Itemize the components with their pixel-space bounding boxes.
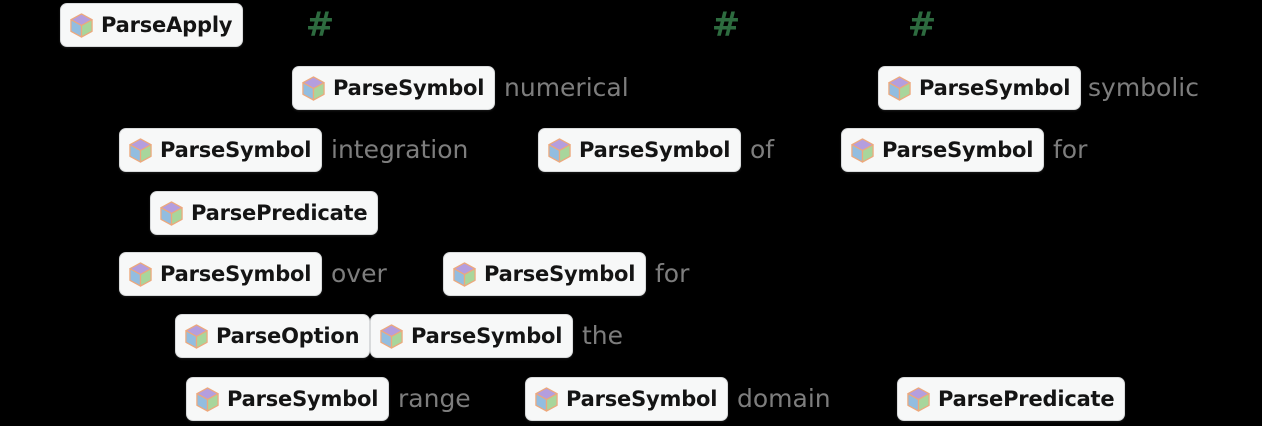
token-label: ParseSymbol (160, 137, 312, 162)
token-parse-symbol-for-b[interactable]: ParseSymbol (443, 252, 647, 296)
token-parse-option[interactable]: ParseOption (175, 314, 371, 358)
token-parse-predicate-1[interactable]: ParsePredicate (150, 191, 379, 235)
token-parse-symbol-over[interactable]: ParseSymbol (119, 252, 323, 296)
slot-2: # (711, 5, 741, 45)
token-label: ParseOption (216, 323, 360, 348)
word-symbolic: symbolic (1088, 73, 1199, 102)
cube-icon (380, 323, 403, 349)
word-domain: domain (737, 384, 831, 413)
word-numerical: numerical (504, 73, 629, 102)
word-of: of (750, 135, 775, 164)
token-label: ParseSymbol (882, 137, 1034, 162)
cube-icon (907, 386, 930, 412)
word-over: over (331, 259, 387, 288)
word-for-b: for (655, 259, 690, 288)
token-parse-symbol-range[interactable]: ParseSymbol (186, 377, 390, 421)
cube-icon (160, 200, 183, 226)
word-range: range (398, 384, 471, 413)
token-label: ParseSymbol (411, 323, 563, 348)
token-label: ParseSymbol (579, 137, 731, 162)
cube-icon (70, 12, 93, 38)
cube-icon (453, 261, 476, 287)
token-parse-symbol-symbolic[interactable]: ParseSymbol (878, 66, 1082, 110)
token-label: ParseSymbol (333, 75, 485, 100)
cube-icon (185, 323, 208, 349)
word-for-a: for (1053, 135, 1088, 164)
token-label: ParseSymbol (160, 261, 312, 286)
slot-1: # (305, 5, 335, 45)
token-parse-symbol-for-a[interactable]: ParseSymbol (841, 128, 1045, 172)
word-the: the (582, 321, 624, 350)
cube-icon (129, 261, 152, 287)
cube-icon (535, 386, 558, 412)
token-label: ParsePredicate (191, 200, 368, 225)
cube-icon (196, 386, 219, 412)
token-label: ParseSymbol (919, 75, 1071, 100)
word-integration: integration (331, 135, 469, 164)
token-parse-symbol-integration[interactable]: ParseSymbol (119, 128, 323, 172)
slot-3: # (907, 5, 937, 45)
token-label: ParseSymbol (566, 386, 718, 411)
cube-icon (851, 137, 874, 163)
token-parse-symbol-numerical[interactable]: ParseSymbol (292, 66, 496, 110)
token-label: ParsePredicate (938, 386, 1115, 411)
token-parse-symbol-domain[interactable]: ParseSymbol (525, 377, 729, 421)
token-parse-apply[interactable]: ParseApply (60, 3, 244, 47)
token-label: ParseSymbol (227, 386, 379, 411)
token-parse-symbol-of[interactable]: ParseSymbol (538, 128, 742, 172)
token-parse-symbol-the[interactable]: ParseSymbol (370, 314, 574, 358)
token-label: ParseSymbol (484, 261, 636, 286)
cube-icon (888, 75, 911, 101)
token-parse-predicate-2[interactable]: ParsePredicate (897, 377, 1126, 421)
token-label: ParseApply (101, 12, 233, 37)
cube-icon (129, 137, 152, 163)
cube-icon (302, 75, 325, 101)
cube-icon (548, 137, 571, 163)
